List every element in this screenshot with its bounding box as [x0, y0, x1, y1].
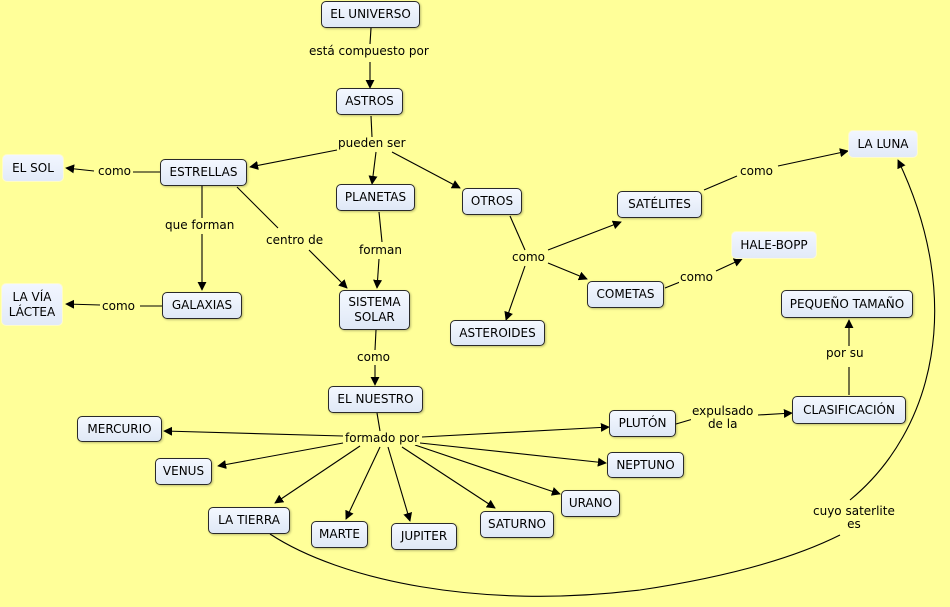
node-cometas[interactable]: COMETAS	[587, 281, 664, 308]
node-la-via-lactea[interactable]: LA VÍA LÁCTEA	[1, 283, 63, 326]
link-label-forman: forman	[358, 243, 403, 257]
node-otros[interactable]: OTROS	[462, 188, 522, 215]
node-sistema-solar[interactable]: SISTEMA SOLAR	[339, 290, 410, 330]
link-label-expulsado-de-la: expulsado de la	[691, 404, 755, 431]
node-jupiter[interactable]: JUPITER	[391, 523, 457, 550]
node-marte[interactable]: MARTE	[311, 521, 368, 548]
node-saturno[interactable]: SATURNO	[480, 511, 554, 538]
node-clasificacion[interactable]: CLASIFICACIÓN	[792, 396, 906, 424]
node-venus[interactable]: VENUS	[155, 458, 212, 485]
link-label-esta-compuesto-por: está compuesto por	[308, 44, 430, 58]
link-label-como-otros: como	[511, 250, 546, 264]
node-la-luna[interactable]: LA LUNA	[848, 130, 918, 158]
node-planetas[interactable]: PLANETAS	[336, 184, 415, 211]
node-el-universo[interactable]: EL UNIVERSO	[321, 1, 420, 28]
link-label-como-hale-bopp: como	[679, 270, 714, 284]
node-estrellas[interactable]: ESTRELLAS	[160, 159, 247, 186]
link-label-pueden-ser: pueden ser	[337, 136, 407, 150]
node-mercurio[interactable]: MERCURIO	[77, 416, 162, 442]
node-asteroides[interactable]: ASTEROIDES	[450, 320, 545, 346]
node-el-sol[interactable]: EL SOL	[2, 154, 64, 182]
node-satelites[interactable]: SATÉLITES	[617, 191, 702, 218]
link-label-centro-de: centro de	[265, 233, 325, 247]
node-hale-bopp[interactable]: HALE-BOPP	[731, 231, 817, 259]
node-el-nuestro[interactable]: EL NUESTRO	[328, 386, 423, 413]
node-neptuno[interactable]: NEPTUNO	[607, 452, 684, 478]
link-label-como-nuestro: como	[356, 350, 391, 364]
link-label-que-forman: que forman	[164, 218, 236, 232]
link-label-por-su: por su	[825, 346, 865, 360]
link-label-cuyo-saterlite-es: cuyo saterlite es	[812, 504, 896, 531]
link-label-como-via-lactea: como	[101, 299, 136, 313]
node-pluton[interactable]: PLUTÓN	[609, 410, 676, 437]
link-label-como-sol: como	[97, 164, 132, 178]
link-label-como-luna: como	[739, 164, 774, 178]
node-urano[interactable]: URANO	[561, 490, 620, 517]
link-label-formado-por: formado por	[344, 431, 420, 445]
node-la-tierra[interactable]: LA TIERRA	[208, 507, 290, 534]
node-astros[interactable]: ASTROS	[336, 88, 403, 115]
node-pequeno-tamano[interactable]: PEQUEÑO TAMAÑO	[781, 290, 913, 318]
node-galaxias[interactable]: GALAXIAS	[162, 292, 242, 319]
